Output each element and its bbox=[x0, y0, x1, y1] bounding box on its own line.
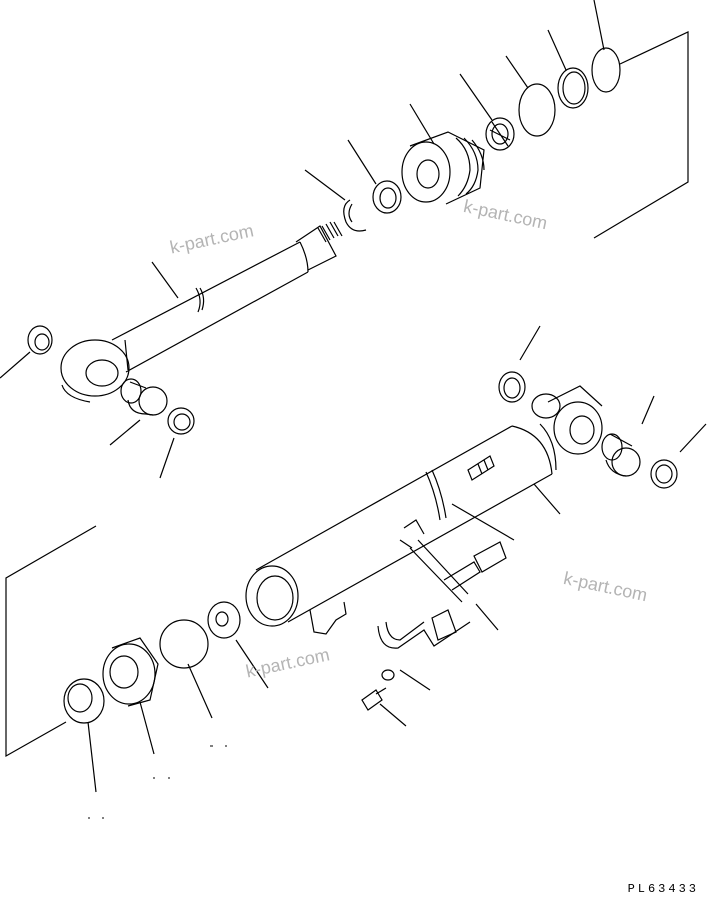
piston-rod-assembly bbox=[0, 0, 689, 479]
residue-dots bbox=[88, 745, 227, 819]
piston bbox=[102, 637, 159, 707]
rod-eye bbox=[60, 339, 130, 403]
leader bbox=[87, 325, 707, 793]
rod-bushing bbox=[120, 378, 168, 416]
leader bbox=[0, 0, 605, 479]
hydraulic-pipe bbox=[377, 539, 507, 649]
o-ring-head bbox=[557, 67, 589, 109]
bolt bbox=[361, 687, 387, 711]
drawing-code: PL63433 bbox=[627, 882, 699, 896]
tube-dust-seal bbox=[650, 459, 678, 489]
tube-seal-top bbox=[498, 371, 526, 403]
cylinder-head bbox=[401, 131, 485, 205]
piston-rod bbox=[111, 221, 343, 373]
snap-ring-rod bbox=[343, 199, 367, 232]
group-bracket-top bbox=[593, 31, 689, 239]
rod-packing bbox=[372, 180, 402, 214]
piston-nut bbox=[207, 601, 241, 639]
backup-ring bbox=[518, 83, 556, 137]
cylinder-tube-assembly bbox=[5, 325, 707, 793]
group-bracket-bottom bbox=[5, 525, 97, 758]
cylinder-tube bbox=[245, 385, 603, 635]
rod-eye-seal bbox=[27, 325, 53, 355]
dust-seal bbox=[485, 117, 515, 151]
washer bbox=[381, 669, 395, 681]
o-ring-outer bbox=[591, 47, 621, 93]
piston-ring bbox=[159, 619, 209, 669]
wear-ring bbox=[63, 678, 105, 724]
rod-dust-seal bbox=[167, 407, 195, 435]
tube-bushing bbox=[601, 433, 641, 477]
